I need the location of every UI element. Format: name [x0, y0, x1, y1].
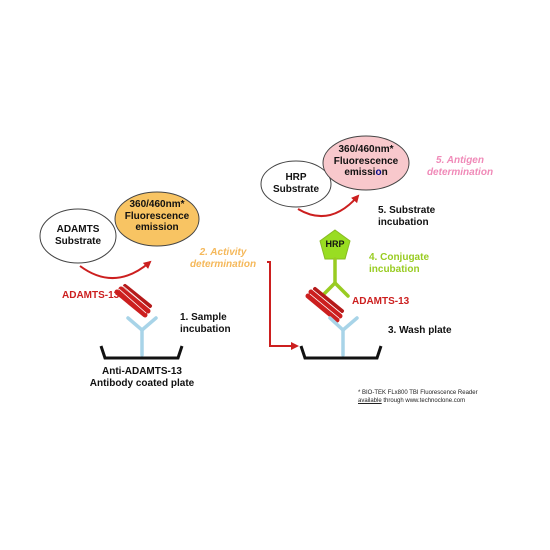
right-fluor-line3-b: o — [375, 167, 382, 178]
footnote-line2: available through www.technoclone.com — [358, 398, 478, 406]
substrate-incubation-line2: incubation — [378, 216, 429, 228]
left-substrate-line2: Substrate — [54, 235, 102, 247]
left-fluor-line3: emission — [135, 222, 179, 233]
right-adamts13-label: ADAMTS-13 — [352, 296, 409, 308]
right-fluor-line2: Fluorescence — [333, 155, 399, 167]
left-substrate-text: ADAMTS Substrate — [42, 224, 114, 247]
wash-transfer-arrow — [267, 261, 299, 350]
plate-line2: Antibody coated plate — [89, 377, 195, 389]
left-fluorescence-oval — [114, 191, 200, 247]
right-substrate-oval — [260, 160, 332, 208]
footnote-line1: * BIO-TEK FLx800 TBI Fluorescence Reader — [358, 390, 478, 396]
left-substrate-line1: ADAMTS — [56, 224, 100, 235]
antigen-determination-label: 5. Antigen determination — [418, 155, 502, 178]
left-fluorescence-text: 360/460nm* Fluorescence emission — [115, 199, 199, 234]
right-substrate-text: HRP Substrate — [262, 172, 330, 195]
right-fluorescence-text: 360/460nm* Fluorescence emission — [323, 144, 409, 179]
right-fluorescence-oval — [322, 135, 410, 191]
left-adamts13-molecule — [114, 284, 152, 318]
left-fluor-line1: 360/460nm* — [129, 199, 185, 210]
right-adamts13-molecule — [305, 287, 344, 323]
right-substrate-line1: HRP — [285, 172, 307, 183]
substrate-incubation-line1: 5. Substrate — [378, 205, 436, 216]
footnote-website: through www.technoclone.com — [381, 397, 466, 404]
wash-plate-text: 3. Wash plate — [388, 325, 452, 336]
activity-line2: determination — [189, 258, 257, 270]
right-fluor-line3-c: n — [381, 167, 388, 178]
hrp-text: HRP — [325, 239, 345, 249]
conjugate-line1: 4. Conjugate — [369, 252, 430, 263]
antigen-line2: determination — [426, 166, 494, 178]
substrate-incubation-label: 5. Substrate incubation — [378, 205, 435, 228]
conjugate-line2: incubation — [369, 263, 420, 275]
sample-incubation-label: 1. Sample incubation — [180, 312, 231, 335]
right-reaction-arrow — [297, 194, 360, 217]
right-adamts13-text: ADAMTS-13 — [352, 296, 410, 307]
left-substrate-oval — [39, 208, 117, 264]
coated-plate-label: Anti-ADAMTS-13 Antibody coated plate — [76, 366, 208, 389]
sample-line2: incubation — [180, 323, 231, 335]
footnote-available: available — [358, 397, 382, 404]
right-plate-well — [299, 345, 383, 360]
detection-antibody — [320, 257, 350, 298]
wash-plate-label: 3. Wash plate — [388, 325, 452, 337]
right-substrate-line2: Substrate — [272, 183, 320, 195]
activity-determination-label: 2. Activity determination — [181, 247, 265, 270]
activity-line1: 2. Activity — [199, 247, 247, 258]
right-fluor-line3-a: emissi — [344, 167, 376, 178]
conjugate-incubation-label: 4. Conjugate incubation — [369, 252, 429, 275]
right-fluor-line3: emission — [323, 167, 409, 179]
left-adamts13-text: ADAMTS-13 — [62, 290, 120, 301]
left-plate-well — [99, 345, 184, 360]
plate-line1: Anti-ADAMTS-13 — [102, 366, 182, 377]
sample-line1: 1. Sample — [180, 312, 227, 323]
antigen-line1: 5. Antigen — [436, 155, 484, 166]
left-capture-antibody — [126, 316, 158, 357]
hrp-label: HRP — [320, 239, 350, 249]
left-fluor-line2: Fluorescence — [124, 210, 190, 222]
left-adamts13-label: ADAMTS-13 — [62, 290, 119, 302]
reader-footnote: * BIO-TEK FLx800 TBI Fluorescence Reader… — [358, 390, 478, 406]
right-capture-antibody — [328, 316, 359, 357]
left-reaction-arrow — [79, 260, 152, 279]
right-fluor-line1: 360/460nm* — [338, 144, 394, 155]
